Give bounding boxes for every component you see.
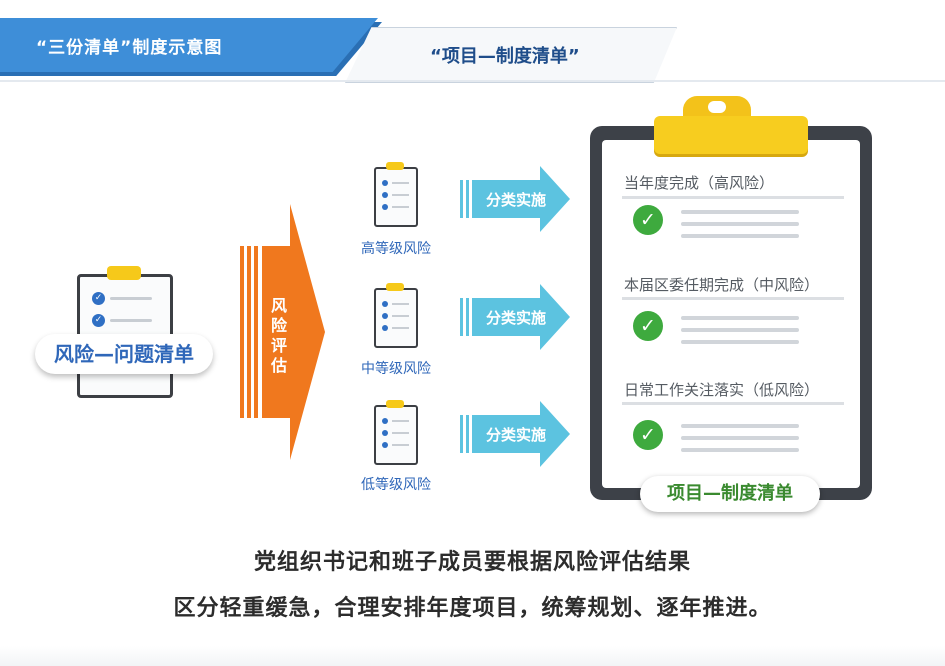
medium-risk-label: 中等级风险 <box>361 361 431 377</box>
conclusion-line-2: 区分轻重缓急，合理安排年度项目，统筹规划、逐年推进。 <box>173 596 772 621</box>
text-line <box>392 420 409 422</box>
low-risk-clipboard <box>374 405 418 465</box>
text-line <box>110 319 152 322</box>
section-tab <box>345 27 677 83</box>
check-icon <box>382 192 388 198</box>
section-rule <box>622 297 844 300</box>
check-circle-icon: ✓ <box>633 420 663 450</box>
classify-arrow-medium <box>460 284 570 350</box>
section-title-high: 当年度完成（高风险） <box>624 174 775 192</box>
text-line <box>392 182 409 184</box>
clipboard-clip <box>386 162 404 170</box>
header-banner <box>0 18 378 72</box>
bottom-fade <box>0 646 945 666</box>
check-icon <box>382 430 388 436</box>
check-icon <box>382 180 388 186</box>
text-line <box>681 424 799 428</box>
section-rule <box>622 196 844 199</box>
check-icon <box>382 301 388 307</box>
check-icon <box>382 418 388 424</box>
text-line <box>392 327 409 329</box>
check-icon <box>382 325 388 331</box>
check-icon <box>382 442 388 448</box>
clipboard-clip <box>386 400 404 408</box>
header-divider <box>0 80 945 82</box>
classify-label-medium: 分类实施 <box>485 309 546 327</box>
risk-assessment-arrow <box>240 204 325 460</box>
clipboard-clip <box>386 283 404 291</box>
high-risk-label: 高等级风险 <box>361 241 431 257</box>
section-rule <box>622 402 844 405</box>
check-icon <box>382 313 388 319</box>
diagram-title: “三份清单”制度示意图 <box>36 38 223 58</box>
classify-label-low: 分类实施 <box>485 426 546 444</box>
clipboard-clip <box>107 266 141 280</box>
text-line <box>392 432 409 434</box>
classify-arrow-low <box>460 401 570 467</box>
classify-arrow-high <box>460 166 570 232</box>
clipboard-clip <box>654 116 808 154</box>
text-line <box>392 206 409 208</box>
high-risk-clipboard <box>374 167 418 227</box>
section-tab-title: “项目—制度清单” <box>430 46 580 67</box>
problem-list-label: 风险—问题清单 <box>35 334 213 374</box>
check-icon: ✓ <box>92 314 105 327</box>
section-title-low: 日常工作关注落实（低风险） <box>624 381 820 399</box>
check-icon: ✓ <box>92 292 105 305</box>
check-circle-icon: ✓ <box>633 311 663 341</box>
text-line <box>681 436 799 440</box>
risk-assessment-label: 风险评估 <box>270 296 287 375</box>
text-line <box>392 315 409 317</box>
text-line <box>681 448 799 452</box>
text-line <box>681 316 799 320</box>
text-line <box>110 297 152 300</box>
project-list-label: 项目—制度清单 <box>640 476 820 512</box>
check-icon <box>382 204 388 210</box>
section-title-medium: 本届区委任期完成（中风险） <box>624 276 820 294</box>
check-circle-icon: ✓ <box>633 205 663 235</box>
low-risk-label: 低等级风险 <box>361 477 431 493</box>
medium-risk-clipboard <box>374 288 418 348</box>
text-line <box>681 328 799 332</box>
conclusion-line-1: 党组织书记和班子成员要根据风险评估结果 <box>253 550 691 575</box>
text-line <box>392 303 409 305</box>
text-line <box>392 194 409 196</box>
text-line <box>392 444 409 446</box>
clipboard-clip-hole <box>708 101 726 113</box>
text-line <box>681 234 799 238</box>
text-line <box>681 340 799 344</box>
classify-label-high: 分类实施 <box>485 191 546 209</box>
text-line <box>681 222 799 226</box>
text-line <box>681 210 799 214</box>
